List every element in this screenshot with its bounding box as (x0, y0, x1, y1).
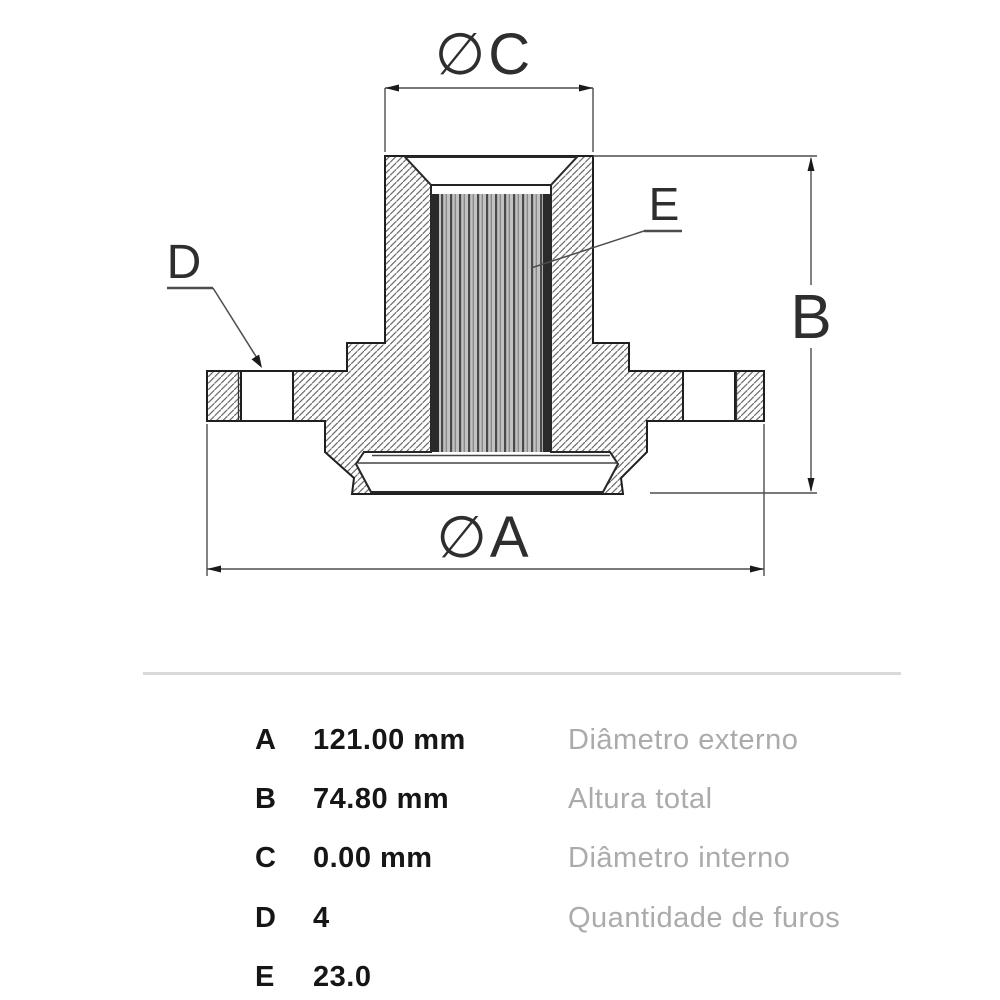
dim-c-arrow-right (579, 84, 593, 92)
dimension-c (384, 84, 594, 152)
hub-cross-section (206, 155, 765, 495)
spec-row-e: E 23.0 (0, 948, 1000, 1000)
spec-value: 74.80 mm (313, 783, 450, 816)
callout-e-leader (530, 230, 645, 269)
spec-description: Diâmetro interno (568, 842, 791, 875)
callout-d-label: D (167, 236, 202, 289)
dim-a-extension-lines (206, 424, 765, 576)
dim-b-arrow-bottom (807, 478, 815, 492)
spec-row-d: D 4 Quantidade de furos (0, 889, 1000, 948)
bolt-hole-edges (237, 371, 738, 421)
spec-row-b: B 74.80 mm Altura total (0, 770, 1000, 829)
callout-d-arrow (251, 354, 262, 368)
spec-value: 0.00 mm (313, 842, 433, 875)
callout-d-leader (212, 287, 258, 359)
dim-b-arrow-top (807, 157, 815, 171)
spec-row-a: A 121.00 mm Diâmetro externo (0, 711, 1000, 770)
callout-e-label: E (649, 178, 680, 230)
dim-a-arrow-left (207, 565, 221, 573)
spec-description: Quantidade de furos (568, 901, 841, 934)
section-divider (143, 672, 901, 675)
dim-c-extension-lines (384, 88, 594, 152)
spec-description: Altura total (568, 783, 713, 816)
dim-a-arrow-right (750, 565, 764, 573)
spec-description: Diâmetro externo (568, 724, 799, 757)
bore-edge-left (431, 194, 439, 452)
spec-table: A 121.00 mm Diâmetro externo B 74.80 mm … (0, 711, 1000, 1000)
dim-c-arrow-left (385, 84, 399, 92)
dim-b-label: B (790, 283, 831, 352)
spec-value: 23.0 (313, 960, 372, 993)
dimension-a (206, 424, 765, 576)
spec-key: D (255, 901, 276, 934)
dim-a-label: ∅A (436, 505, 531, 570)
dim-c-label: ∅C (435, 22, 533, 87)
dimension-b (593, 155, 817, 494)
spec-value: 121.00 mm (313, 724, 466, 757)
bore-edge-right (543, 194, 551, 452)
callout-e (530, 229, 682, 269)
technical-drawing: ∅C ∅A B E D (167, 22, 832, 576)
spline-bore (431, 194, 551, 452)
spec-key: A (255, 724, 276, 757)
callout-d (167, 286, 262, 368)
spec-row-c: C 0.00 mm Diâmetro interno (0, 829, 1000, 888)
spec-key: E (255, 960, 275, 993)
spec-key: C (255, 842, 276, 875)
recess-face-lines (358, 454, 617, 464)
spec-key: B (255, 783, 276, 816)
spec-value: 4 (313, 901, 330, 934)
